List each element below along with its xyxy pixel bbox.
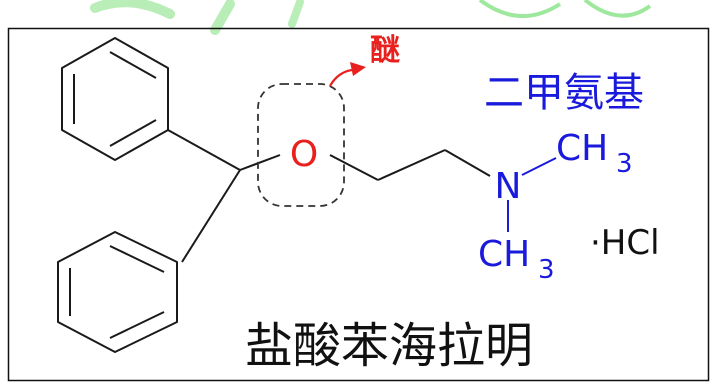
frame-border bbox=[7, 27, 710, 382]
methyl-bottom-subscript: 3 bbox=[538, 255, 555, 285]
methyl-top: CH 3 bbox=[556, 128, 633, 179]
compound-name: 盐酸苯海拉明 bbox=[245, 318, 533, 374]
methyl-top-text: CH bbox=[556, 128, 608, 169]
molecule-bonds bbox=[57, 37, 491, 353]
nitrogen-atom: N bbox=[495, 166, 522, 207]
hcl-salt-label: ·HCl bbox=[590, 223, 660, 263]
watermark bbox=[90, 0, 652, 35]
ether-highlight-box bbox=[257, 83, 345, 207]
methyl-bottom: CH 3 bbox=[478, 234, 555, 285]
phenyl-ring-upper bbox=[61, 37, 169, 161]
amine-bonds bbox=[507, 157, 557, 232]
dimethylamino-label: 二甲氨基 bbox=[484, 70, 644, 116]
ether-arrow bbox=[329, 62, 366, 87]
oxygen-atom: O bbox=[290, 134, 318, 175]
methyl-top-subscript: 3 bbox=[616, 149, 633, 179]
methyl-bottom-text: CH bbox=[478, 234, 530, 275]
ether-label: 醚 bbox=[370, 33, 400, 68]
phenyl-ring-lower bbox=[57, 231, 178, 353]
arrow-head-icon bbox=[350, 62, 366, 76]
